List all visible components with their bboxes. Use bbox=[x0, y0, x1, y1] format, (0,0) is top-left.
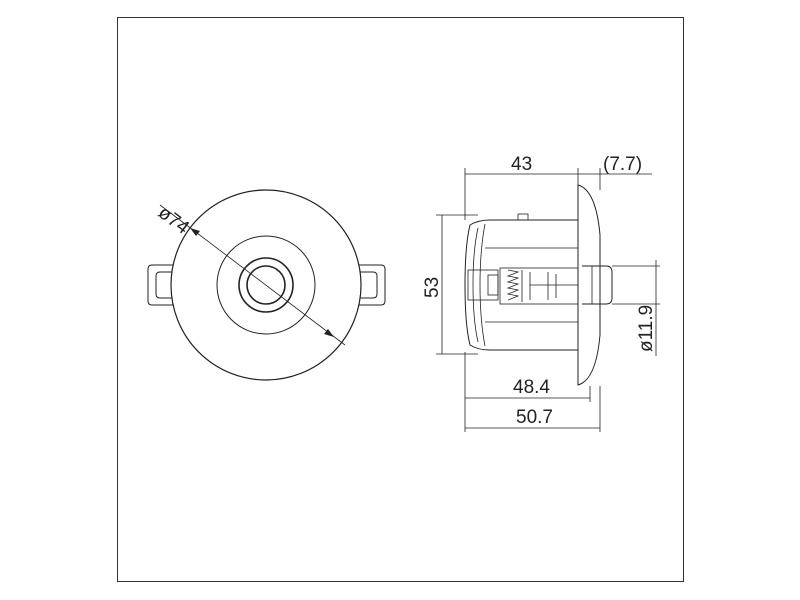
flange bbox=[577, 184, 601, 386]
front-view: ø74 bbox=[147, 189, 386, 381]
flange-thickness-label: (7.7) bbox=[603, 154, 642, 175]
depth-label: 43 bbox=[511, 154, 532, 175]
lens-inner-ring bbox=[238, 257, 294, 313]
arrow-head-upper bbox=[190, 228, 200, 236]
body-length-label: 48.4 bbox=[513, 377, 550, 398]
left-mounting-clip bbox=[147, 264, 178, 306]
lens-stem bbox=[582, 265, 613, 305]
lens-ring bbox=[216, 235, 316, 335]
side-view: 43 (7.7) 53 ø11.9 48.4 50.7 bbox=[422, 154, 660, 432]
overall-length-label: 50.7 bbox=[516, 407, 553, 428]
height-label: 53 bbox=[422, 277, 443, 298]
right-mounting-clip bbox=[355, 264, 386, 306]
lens-center bbox=[246, 265, 286, 305]
spring-coil bbox=[506, 269, 520, 301]
arrow-head-lower bbox=[324, 329, 334, 337]
stem-diameter-label: ø11.9 bbox=[636, 305, 657, 352]
top-tab bbox=[517, 213, 529, 221]
sensor-body bbox=[464, 219, 579, 351]
